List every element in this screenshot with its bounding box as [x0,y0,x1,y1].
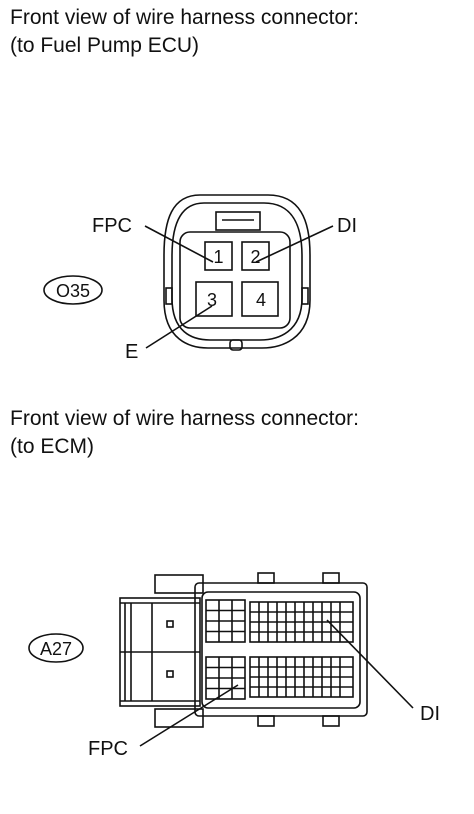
connector-a27-code-ellipse [28,633,84,663]
connector-a27-leader-fpc [139,684,239,747]
connector-o35-label-fpc: FPC [92,215,132,237]
connector-o35-pin-3-label: 3 [207,290,217,310]
connector-o35 [43,194,334,351]
connector-a27-pin-grid-upper [249,601,354,643]
connector-o35-leader-di [255,225,334,263]
connector-o35-inner-housing [171,202,303,341]
connector-o35-right-key [301,287,309,305]
connector-a27-bottom-tab-2 [322,715,340,727]
connector-a27-plug-hole-bottom [166,670,174,678]
connector-a27-code: A27 [40,639,72,659]
connector-o35-leader-e [145,305,213,349]
connector1-caption-line2: (to Fuel Pump ECU) [10,34,200,57]
connector-o35-pin-4 [241,281,279,317]
connector2-caption-line1: Front view of wire harness connector: [10,407,359,430]
connector-a27-cavity [201,591,361,709]
connector-o35-outer-housing [163,194,311,349]
connector-o35-bottom-key [229,339,243,351]
connector-a27-latch-top [154,574,204,594]
connector-o35-top-latch [215,211,261,231]
connector-o35-leader-fpc [144,225,214,263]
connector-a27-top-tab-1 [257,572,275,584]
connector2-caption: Front view of wire harness connector: (t… [10,405,359,461]
connector-o35-cavity [179,231,291,329]
connector-o35-left-key [165,287,173,305]
connector2-caption-line2: (to ECM) [10,435,94,458]
connector-a27-pin-block-lower-left [205,656,246,700]
connector-o35-pin-1 [204,241,233,271]
connector-a27-label-fpc: FPC [88,738,128,760]
connector-a27 [28,572,414,747]
connector-a27-label-di: DI [420,703,440,725]
connector-a27-latch-bottom [154,708,204,728]
connector-a27-pin-grid-lower [249,656,354,698]
connector-a27-plug-hole-top [166,620,174,628]
connector-o35-label-e: E [125,341,138,363]
connector1-caption-line1: Front view of wire harness connector: [10,6,359,29]
connector-o35-label-di: DI [337,215,357,237]
connector-o35-pin-1-label: 1 [213,247,223,267]
connector-o35-code-ellipse [43,275,103,305]
connector-a27-top-tab-2 [322,572,340,584]
connector-o35-code: O35 [56,281,90,301]
connector-o35-pin-4-label: 4 [256,290,266,310]
connector-a27-housing [194,582,368,717]
connector-a27-bottom-tab-1 [257,715,275,727]
connector1-caption: Front view of wire harness connector: (t… [10,4,359,60]
connector-a27-pin-block-upper-left [205,599,246,643]
connector-a27-leader-di [326,619,414,709]
connector-o35-pin-2-label: 2 [250,247,260,267]
connector-o35-pin-3 [195,281,233,317]
